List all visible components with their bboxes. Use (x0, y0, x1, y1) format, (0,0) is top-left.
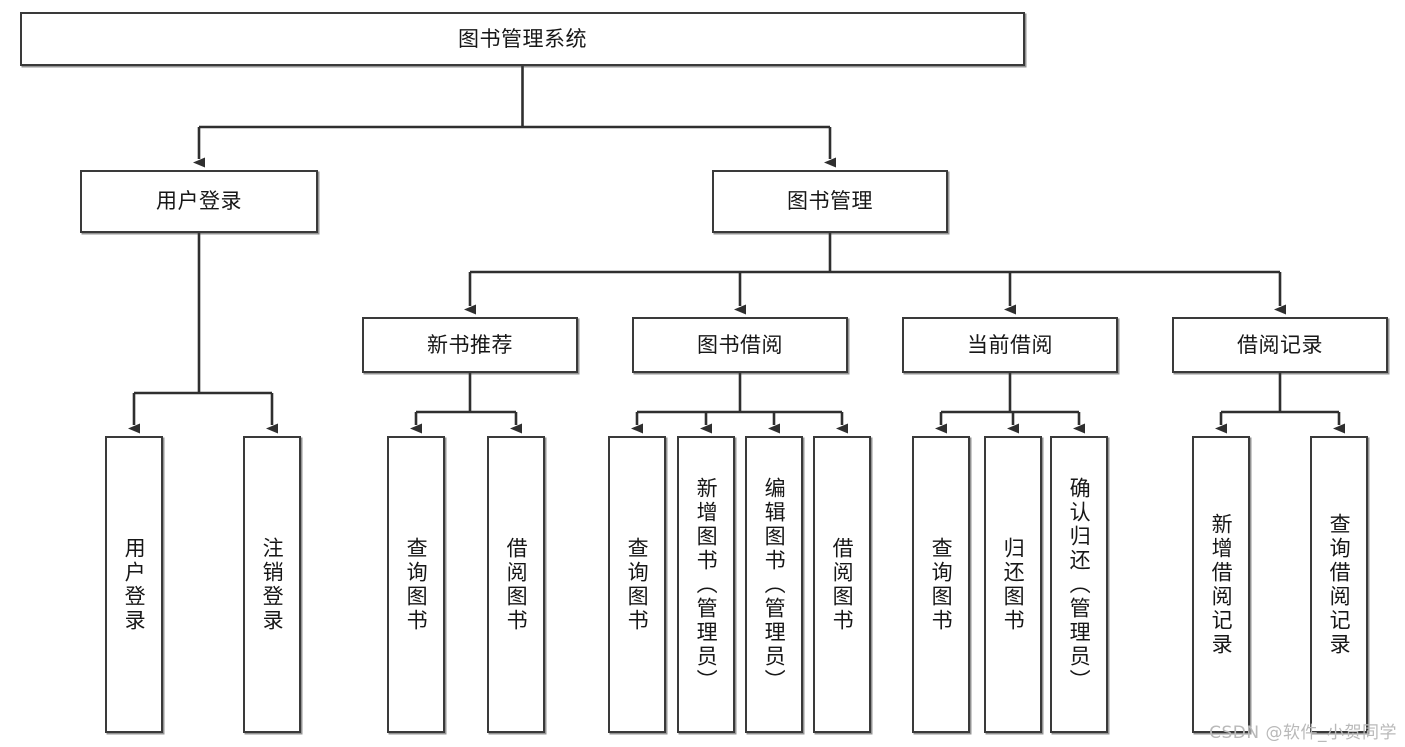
node-leaf-add-book[interactable]: 新增图书（管理员） (677, 436, 735, 733)
node-book-borrow[interactable]: 图书借阅 (632, 317, 848, 373)
node-leaf-user-login[interactable]: 用户登录 (105, 436, 163, 733)
node-leaf-logout[interactable]: 注销登录 (243, 436, 301, 733)
node-leaf-query-book-2[interactable]: 查询图书 (608, 436, 666, 733)
node-leaf-query-book-3[interactable]: 查询图书 (912, 436, 970, 733)
node-leaf-borrow-book-2[interactable]: 借阅图书 (813, 436, 871, 733)
node-label: 借阅图书 (830, 536, 855, 633)
node-label: 归还图书 (1001, 536, 1026, 633)
node-leaf-return-book[interactable]: 归还图书 (984, 436, 1042, 733)
node-leaf-add-record[interactable]: 新增借阅记录 (1192, 436, 1250, 733)
node-label: 图书管理 (787, 189, 873, 214)
node-leaf-confirm-return[interactable]: 确认归还（管理员） (1050, 436, 1108, 733)
node-label: 注销登录 (260, 536, 285, 633)
node-label: 用户登录 (122, 536, 147, 633)
node-current-borrow[interactable]: 当前借阅 (902, 317, 1118, 373)
watermark-label: CSDN @软件_小贺同学 (1209, 723, 1397, 743)
node-label: 新增借阅记录 (1209, 512, 1234, 657)
node-book-manage[interactable]: 图书管理 (712, 170, 948, 233)
node-label: 编辑图书（管理员） (762, 476, 787, 693)
node-borrow-record[interactable]: 借阅记录 (1172, 317, 1388, 373)
node-leaf-query-record[interactable]: 查询借阅记录 (1310, 436, 1368, 733)
node-label: 图书借阅 (697, 332, 783, 357)
node-label: 确认归还（管理员） (1067, 476, 1092, 693)
node-leaf-query-book-1[interactable]: 查询图书 (387, 436, 445, 733)
node-label: 新增图书（管理员） (694, 476, 719, 693)
node-label: 查询图书 (929, 536, 954, 633)
node-label: 借阅记录 (1237, 332, 1323, 357)
node-label: 当前借阅 (967, 332, 1053, 357)
node-label: 借阅图书 (504, 536, 529, 633)
node-label: 查询图书 (625, 536, 650, 633)
node-leaf-edit-book[interactable]: 编辑图书（管理员） (745, 436, 803, 733)
node-root[interactable]: 图书管理系统 (20, 12, 1025, 66)
node-label: 查询图书 (404, 536, 429, 633)
node-label: 查询借阅记录 (1327, 512, 1352, 657)
node-leaf-borrow-book-1[interactable]: 借阅图书 (487, 436, 545, 733)
node-label: 图书管理系统 (458, 26, 587, 51)
node-user-login[interactable]: 用户登录 (80, 170, 318, 233)
node-new-book-rec[interactable]: 新书推荐 (362, 317, 578, 373)
node-label: 用户登录 (156, 189, 242, 214)
node-label: 新书推荐 (427, 332, 513, 357)
